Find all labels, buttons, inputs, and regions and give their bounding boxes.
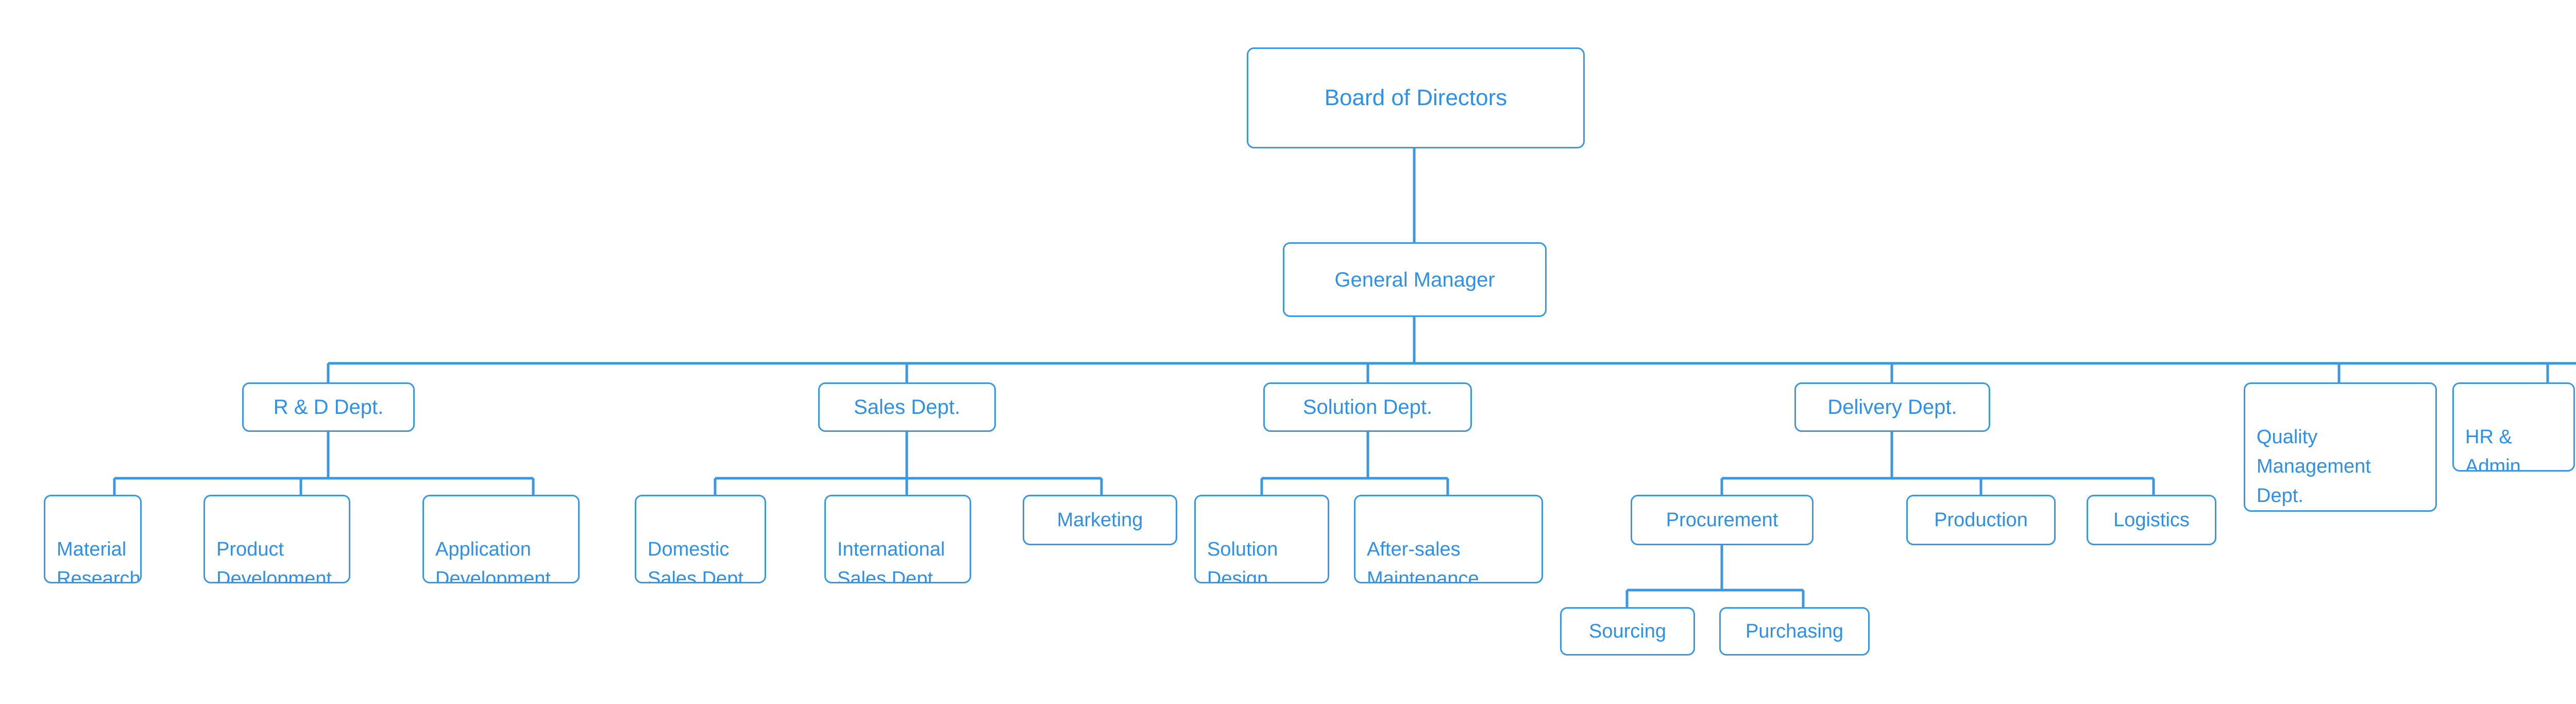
node-label: Domestic Sales Dept. — [648, 539, 749, 583]
node-label: Board of Directors — [1324, 85, 1507, 110]
node-label: Purchasing — [1745, 620, 1844, 642]
node-label: Marketing — [1057, 509, 1143, 531]
node-label: Application Development — [435, 539, 551, 583]
node-quality-management-dept[interactable]: Quality Management Dept. — [2244, 382, 2437, 512]
node-sales-dept[interactable]: Sales Dept. — [818, 382, 996, 432]
node-label: Sales Dept. — [854, 396, 960, 418]
node-label: Quality Management Dept. — [2257, 426, 2371, 507]
node-marketing[interactable]: Marketing — [1023, 495, 1177, 545]
node-domestic-sales-dept[interactable]: Domestic Sales Dept. — [635, 495, 766, 583]
node-label: International Sales Dept. — [837, 539, 945, 583]
node-board-of-directors[interactable]: Board of Directors — [1247, 47, 1585, 148]
node-general-manager[interactable]: General Manager — [1283, 242, 1547, 317]
node-procurement[interactable]: Procurement — [1631, 495, 1814, 545]
node-label: General Manager — [1334, 268, 1495, 291]
node-aftersales-maintenance[interactable]: After-sales Maintenance — [1354, 495, 1543, 583]
node-label: Production — [1934, 509, 2028, 531]
node-label: Solution Dept. — [1302, 396, 1433, 418]
node-label: Logistics — [2113, 509, 2190, 531]
node-production[interactable]: Production — [1906, 495, 2056, 545]
node-label: Sourcing — [1589, 620, 1666, 642]
node-label: R & D Dept. — [273, 396, 384, 418]
node-label: Delivery Dept. — [1827, 396, 1957, 418]
node-material-research[interactable]: Material Research — [44, 495, 142, 583]
node-rnd-dept[interactable]: R & D Dept. — [242, 382, 415, 432]
node-international-sales-dept[interactable]: International Sales Dept. — [824, 495, 971, 583]
node-logistics[interactable]: Logistics — [2087, 495, 2216, 545]
node-delivery-dept[interactable]: Delivery Dept. — [1794, 382, 1990, 432]
node-product-development[interactable]: Product Development — [204, 495, 350, 583]
node-label: HR & Admin Dept. — [2465, 426, 2521, 472]
node-label: Product Development — [216, 539, 332, 583]
node-label: Material Research — [57, 539, 141, 583]
node-hr-admin-dept[interactable]: HR & Admin Dept. — [2452, 382, 2575, 472]
node-application-development[interactable]: Application Development — [422, 495, 580, 583]
node-label: Procurement — [1666, 509, 1778, 531]
node-label: Solution Design — [1207, 539, 1278, 583]
node-purchasing[interactable]: Purchasing — [1719, 607, 1870, 656]
node-solution-dept[interactable]: Solution Dept. — [1263, 382, 1472, 432]
node-solution-design[interactable]: Solution Design — [1194, 495, 1329, 583]
node-label: After-sales Maintenance — [1367, 539, 1479, 583]
node-sourcing[interactable]: Sourcing — [1560, 607, 1695, 656]
